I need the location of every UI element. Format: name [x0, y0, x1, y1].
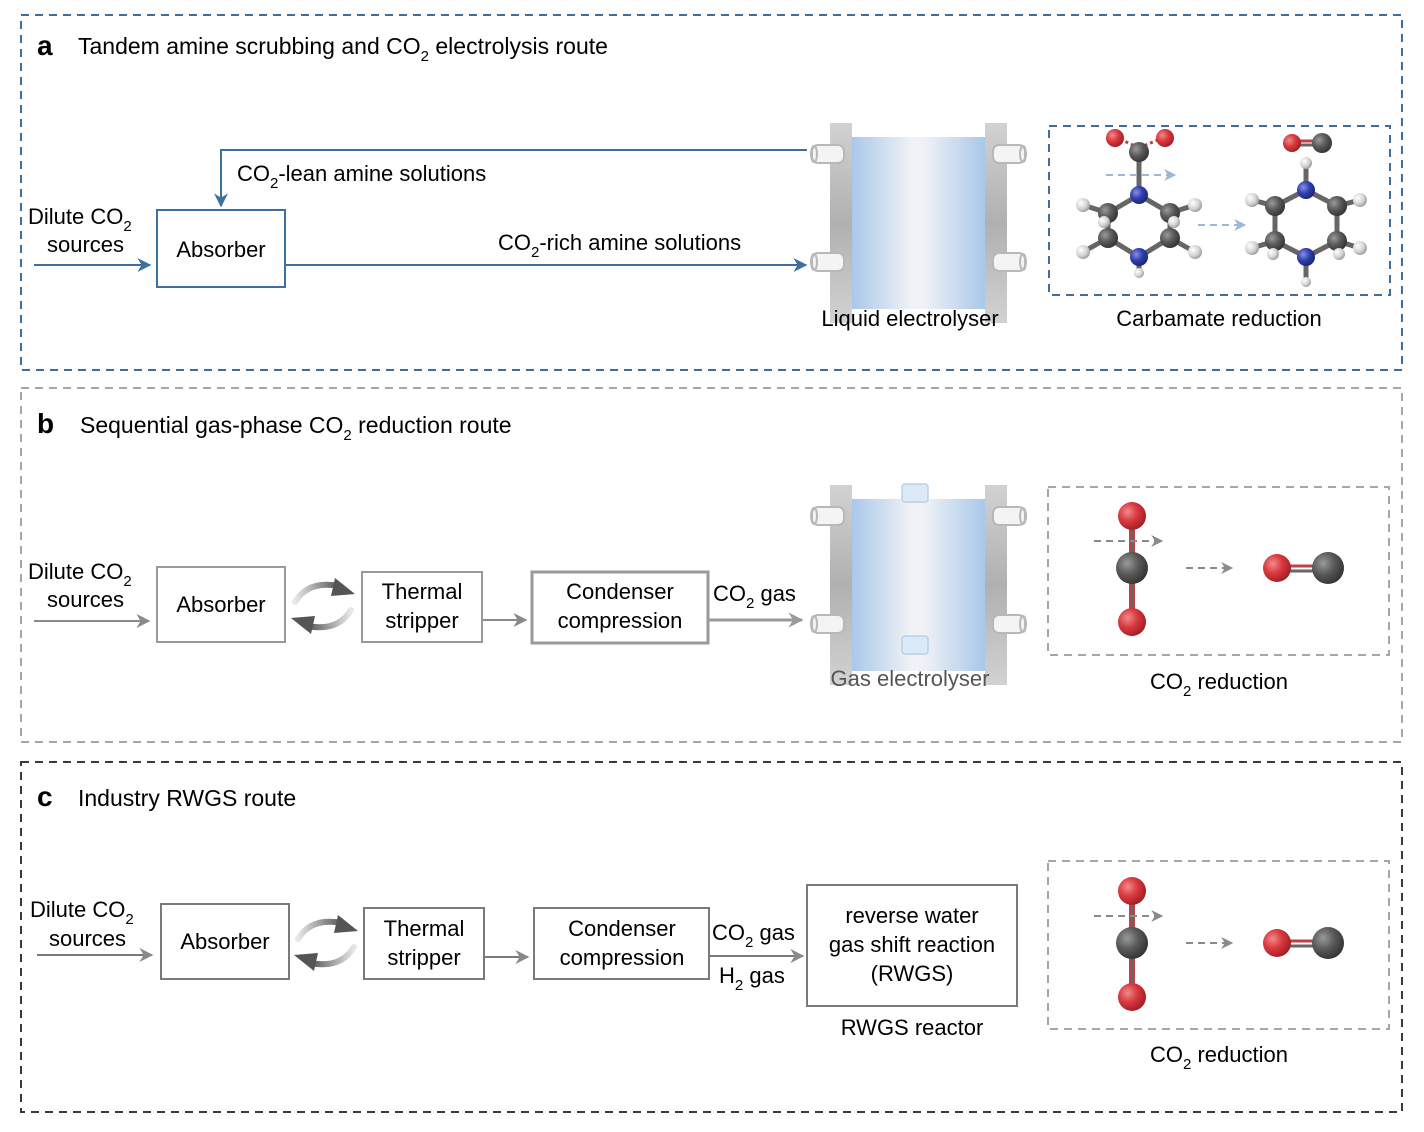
- panel-b-title: Sequential gas-phase CO2 reduction route: [80, 412, 512, 444]
- panel-b-absorber-box: [156, 566, 286, 643]
- panel-b-gas-label: CO2 gas: [713, 581, 796, 612]
- co2-to-co-reaction-icon: [1094, 877, 1344, 1011]
- panel-b-stripper-label-2: stripper: [385, 608, 458, 633]
- panel-c-source-label: Dilute CO2: [30, 897, 134, 928]
- piperazine-molecule-icon: [1245, 157, 1367, 287]
- panel-b-source-label-2: sources: [47, 587, 124, 612]
- co-molecule-icon: [1283, 133, 1332, 153]
- panel-b: b Sequential gas-phase CO2 reduction rou…: [20, 387, 1403, 743]
- panel-b-stripper-box: [361, 571, 483, 643]
- panel-c-letter: c: [37, 781, 53, 812]
- panel-a-reaction-box: [1048, 125, 1391, 296]
- panel-c-h2-gas-label: H2 gas: [719, 963, 785, 994]
- panel-a-title: Tandem amine scrubbing and CO2 electroly…: [78, 33, 608, 65]
- panel-a-letter: a: [37, 30, 53, 61]
- panel-c-reactor-label-3: (RWGS): [871, 961, 954, 986]
- panel-a-border: [20, 14, 1403, 371]
- panel-c: c Industry RWGS route Dilute CO2 sources…: [20, 761, 1403, 1113]
- panel-c-co2-gas-label: CO2 gas: [712, 920, 795, 951]
- panel-a-reaction-label: Carbamate reduction: [1116, 306, 1321, 331]
- panel-a: a Tandem amine scrubbing and CO2 electro…: [20, 14, 1403, 371]
- gas-electrolyser-gas-ports-icon: [901, 483, 929, 655]
- piperazine-carbamate-molecule-icon: [1076, 129, 1202, 278]
- panel-b-condenser-box: [530, 570, 710, 645]
- panel-c-border: [20, 761, 1403, 1113]
- panel-c-absorber-box: [160, 903, 290, 980]
- panel-b-letter: b: [37, 408, 54, 439]
- panel-c-condenser-label-1: Condenser: [568, 916, 676, 941]
- gas-electrolyser-icon: [810, 484, 1027, 686]
- panel-c-reactor-label-1: reverse water: [845, 903, 978, 928]
- panel-c-condenser-box: [533, 907, 710, 980]
- panel-c-condenser-label-2: compression: [560, 945, 685, 970]
- co2-to-co-reaction-icon: [1094, 502, 1344, 636]
- panel-a-source-label-2: sources: [47, 232, 124, 257]
- panel-b-absorber-label: Absorber: [176, 592, 265, 617]
- panel-c-stripper-box: [363, 907, 485, 980]
- panel-c-source-label-2: sources: [49, 926, 126, 951]
- panel-b-source-label: Dilute CO2: [28, 559, 132, 590]
- panel-a-rich-label: CO2-rich amine solutions: [498, 230, 741, 261]
- panel-c-rwgs-reactor-box: [806, 884, 1018, 1007]
- panel-c-reaction-box: [1047, 860, 1390, 1030]
- panel-c-stripper-label-2: stripper: [387, 945, 460, 970]
- panel-a-lean-label: CO2-lean amine solutions: [237, 161, 486, 192]
- panel-a-lean-flow-arrow: [214, 149, 807, 208]
- panel-c-cycle-arrows-icon: [294, 915, 358, 971]
- panel-b-border: [20, 387, 1403, 743]
- panel-b-stripper-label-1: Thermal: [382, 579, 463, 604]
- panel-c-title: Industry RWGS route: [78, 785, 296, 811]
- panel-b-electrolyser-label: Gas electrolyser: [831, 666, 990, 691]
- panel-b-reaction-box: [1047, 486, 1390, 656]
- panel-b-reaction-label: CO2 reduction: [1150, 669, 1288, 700]
- panel-c-reaction-label: CO2 reduction: [1150, 1042, 1288, 1073]
- panel-c-absorber-label: Absorber: [180, 929, 269, 954]
- panel-c-stripper-label-1: Thermal: [384, 916, 465, 941]
- panel-c-reactor-label-2: gas shift reaction: [829, 932, 995, 957]
- panel-a-electrolyser-label: Liquid electrolyser: [821, 306, 998, 331]
- panel-b-cycle-arrows-icon: [291, 578, 355, 634]
- panel-b-condenser-label-1: Condenser: [566, 579, 674, 604]
- panel-a-absorber-label: Absorber: [176, 237, 265, 262]
- panel-b-condenser-label-2: compression: [558, 608, 683, 633]
- panel-c-reactor-caption: RWGS reactor: [841, 1015, 984, 1040]
- liquid-electrolyser-icon: [810, 122, 1027, 324]
- panel-a-absorber-box: [156, 209, 286, 288]
- panel-a-source-label: Dilute CO2: [28, 204, 132, 235]
